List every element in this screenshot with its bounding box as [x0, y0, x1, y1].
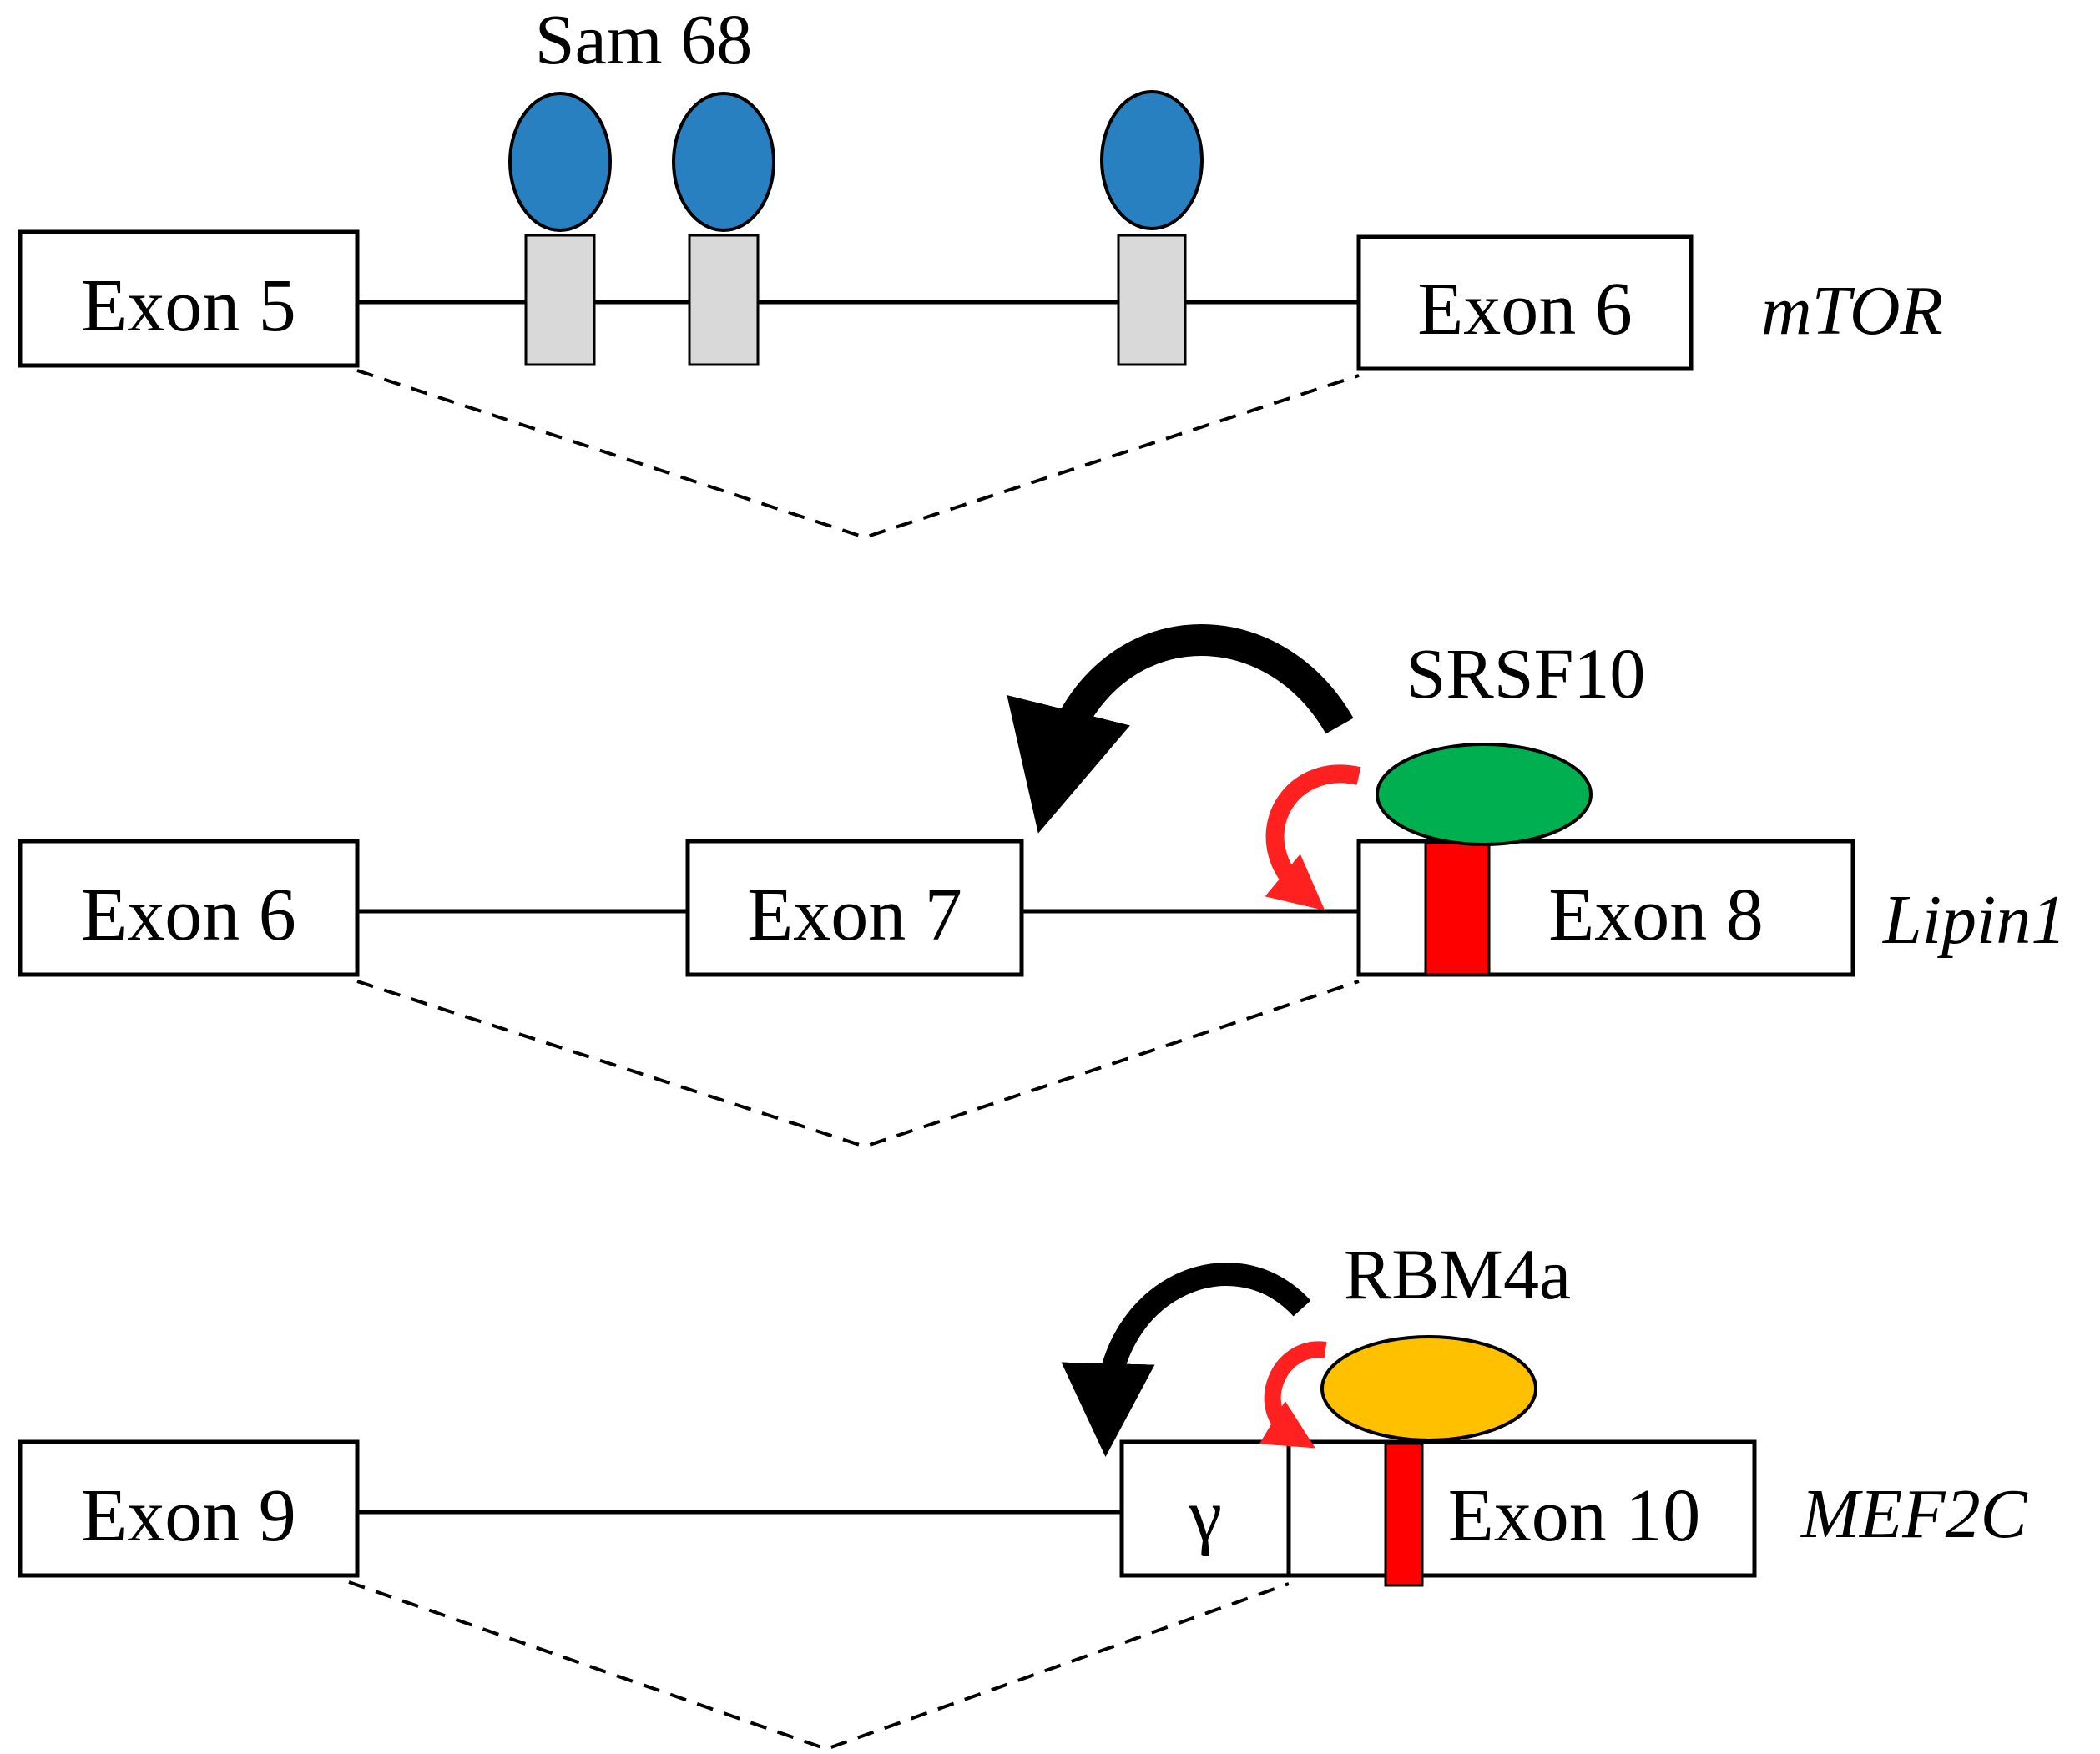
sam68-binding-site — [1117, 234, 1187, 366]
panel-mtor: Sam 68 Exon 5 Exon 6 mTOR — [18, 0, 1943, 540]
exon-label: Exon 10 — [1448, 1474, 1700, 1557]
rbm4a-binding-site — [1384, 1442, 1424, 1587]
exon-label: Exon 6 — [1417, 268, 1632, 350]
exon-label: Exon 5 — [81, 265, 295, 347]
panel-mef2c: Exon 9 γ Exon 10 RBM4a MEF2C — [18, 1234, 2028, 1751]
splice-junction — [356, 369, 1360, 540]
panel-lipin1: Exon 6 Exon 7 Exon 8 SRSF10 Lipin1 — [18, 624, 2066, 1149]
exon-box: Exon 5 — [18, 229, 360, 368]
srsf10-binding-site — [1424, 841, 1491, 976]
black-curved-arrow — [1061, 1263, 1311, 1457]
splice-junction — [356, 980, 1360, 1149]
red-curved-arrow — [1259, 1341, 1327, 1449]
exon-box: γ — [1119, 1439, 1291, 1578]
srsf10-protein — [1376, 743, 1593, 846]
srsf10-label: SRSF10 — [1406, 633, 1646, 713]
gamma-exon-label: γ — [1188, 1474, 1222, 1557]
rbm4a-protein — [1320, 1335, 1537, 1442]
black-curved-arrow — [1007, 624, 1354, 834]
exon-box: Exon 6 — [1356, 234, 1694, 371]
exon-label: Exon 6 — [81, 874, 295, 956]
exon-box: Exon 10 — [1286, 1439, 1757, 1578]
exon-label: Exon 8 — [1548, 874, 1763, 956]
sam68-protein — [672, 92, 775, 232]
sam68-protein — [508, 92, 612, 232]
sam68-protein — [1100, 90, 1204, 230]
red-curved-arrow — [1265, 764, 1361, 911]
exon-label: Exon 9 — [81, 1474, 295, 1557]
sam68-label: Sam 68 — [535, 0, 752, 79]
gene-label: MEF2C — [1800, 1475, 2028, 1553]
exon-box: Exon 6 — [18, 839, 360, 977]
gene-label: mTOR — [1761, 272, 1943, 350]
gene-label: Lipin1 — [1882, 881, 2066, 959]
sam68-binding-site — [688, 234, 760, 366]
exon-label: Exon 7 — [747, 874, 962, 956]
rbm4a-label: RBM4a — [1344, 1234, 1571, 1314]
sam68-binding-site — [524, 234, 596, 366]
exon-box: Exon 7 — [685, 839, 1024, 977]
splice-junction — [348, 1580, 1290, 1751]
exon-box: Exon 9 — [18, 1439, 360, 1578]
